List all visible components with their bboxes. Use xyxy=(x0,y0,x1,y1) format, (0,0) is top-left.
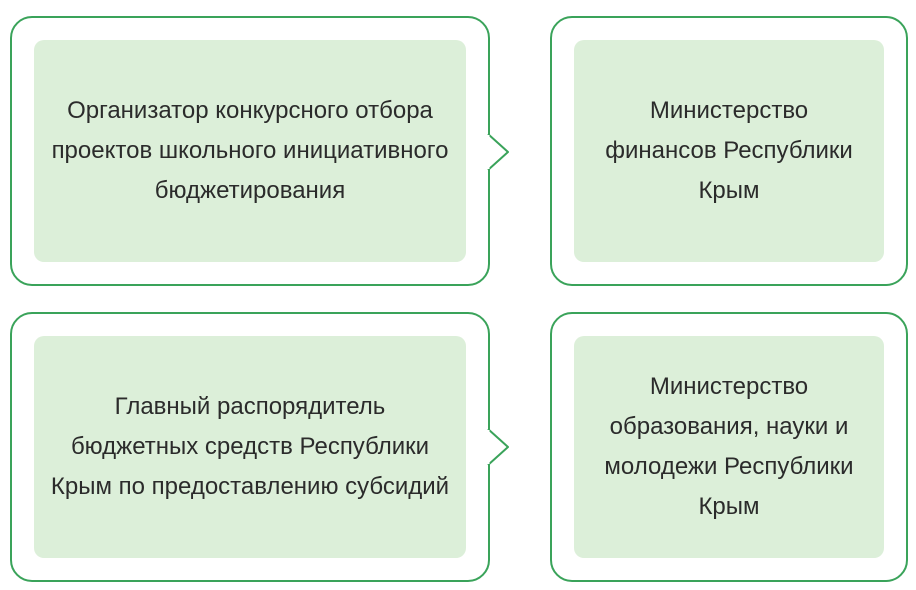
role-box-organizer: Организатор конкурсного отбора проектов … xyxy=(10,16,490,286)
role-label-organizer: Организатор конкурсного отбора проектов … xyxy=(34,40,466,262)
entity-box-ministry-education: Министерство образования, науки и молоде… xyxy=(550,312,908,582)
connector-arrow-icon xyxy=(486,133,509,171)
entity-label-ministry-finance: Министерство финансов Республики Крым xyxy=(574,40,884,262)
role-box-budget-manager: Главный распорядитель бюджетных средств … xyxy=(10,312,490,582)
entity-box-ministry-finance: Министерство финансов Республики Крым xyxy=(550,16,908,286)
entity-label-ministry-education: Министерство образования, науки и молоде… xyxy=(574,336,884,558)
role-label-budget-manager: Главный распорядитель бюджетных средств … xyxy=(34,336,466,558)
connector-arrow-icon xyxy=(486,428,509,466)
